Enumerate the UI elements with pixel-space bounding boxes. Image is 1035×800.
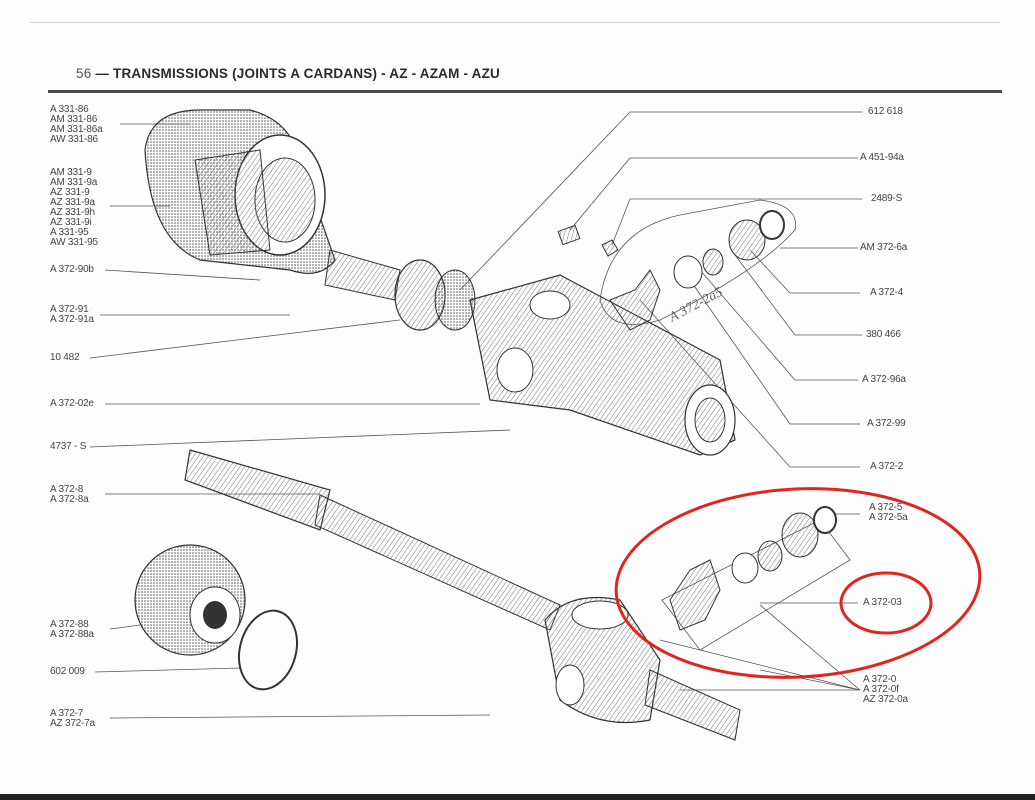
boot-clip xyxy=(238,609,298,691)
part-label: AZ 331-9h xyxy=(50,207,95,218)
part-label: A 372-0 xyxy=(863,674,897,685)
part-label: AZ 331-9i xyxy=(50,217,92,228)
label-group-88: A 372-88 A 372-88a xyxy=(50,620,94,640)
part-label: AZ 372-0a xyxy=(863,694,908,705)
part-label: A 372-5a xyxy=(869,512,908,523)
part-label: A 331-95 xyxy=(50,227,89,238)
label-group-8: A 372-8 A 372-8a xyxy=(50,484,89,505)
spider-kit-upper xyxy=(557,210,785,331)
highlight-kit-circle xyxy=(614,487,982,679)
title-rule xyxy=(48,90,1002,93)
output-shaft-and-bearing xyxy=(324,249,476,331)
page-heading: — TRANSMISSIONS (JOINTS A CARDANS) - AZ … xyxy=(95,66,501,81)
part-label: A 372-88a xyxy=(50,629,94,640)
part-label: A 372-99 xyxy=(867,418,906,429)
part-label: AW 331-86 xyxy=(50,134,98,145)
part-label: A 372-8a xyxy=(50,494,89,505)
label-group-7: A 372-7 AZ 372-7a xyxy=(50,709,95,729)
part-label: AM 372-6a xyxy=(860,242,908,253)
part-label: A 372-91a xyxy=(50,314,94,325)
part-label: A 372-5 xyxy=(869,502,903,513)
part-label: A 372-90b xyxy=(50,264,94,275)
highlight-circles xyxy=(614,487,982,679)
page-number: 56 xyxy=(76,66,92,81)
part-label: A 372-88 xyxy=(50,619,89,630)
part-label: 380 466 xyxy=(866,329,901,340)
rubber-boot xyxy=(134,544,246,656)
part-label: A 372-8 xyxy=(50,484,84,495)
part-label: A 451-94a xyxy=(860,152,904,163)
part-label: A 372-2 xyxy=(870,461,904,472)
part-label: AZ 331-9 xyxy=(50,187,90,198)
highlight-part-circle xyxy=(839,571,933,635)
part-label: 612 618 xyxy=(868,106,903,117)
part-label: A 372-02e xyxy=(50,398,94,409)
part-label: 10 482 xyxy=(50,352,80,363)
part-label: AM 331-9a xyxy=(50,177,98,188)
part-label: AM 331-9 xyxy=(50,167,92,178)
scan-edge xyxy=(30,22,1000,23)
inner-cardan-joint xyxy=(469,274,736,456)
part-label: AZ 372-7a xyxy=(50,718,95,729)
part-label-highlighted: A 372-03 xyxy=(863,597,902,608)
part-label: A 372-0f xyxy=(863,684,899,695)
part-label: 2489-S xyxy=(871,193,903,204)
page-title: 56 — TRANSMISSIONS (JOINTS A CARDANS) - … xyxy=(76,66,500,81)
part-label: A 372-4 xyxy=(870,287,904,298)
label-group-91: A 372-91 A 372-91a xyxy=(50,305,94,325)
label-group-housing: A 331-86 AM 331-86 AM 331-86a AW 331-86 xyxy=(50,104,103,145)
part-label: AM 331-86a xyxy=(50,124,103,135)
part-label: AM 331-86 xyxy=(50,114,98,125)
scan-bottom-edge xyxy=(0,794,1035,800)
label-group-gearbox: AM 331-9 AM 331-9a AZ 331-9 AZ 331-9a AZ… xyxy=(50,168,98,248)
handwritten-note: A 372-2a5 xyxy=(666,285,726,326)
gearbox-housing xyxy=(144,109,336,274)
part-label: AW 331-95 xyxy=(50,237,98,248)
label-group-0: A 372-0 A 372-0f AZ 372-0a xyxy=(863,675,908,705)
part-label: A 372-91 xyxy=(50,304,89,315)
part-label: A 372-7 xyxy=(50,708,84,719)
part-label: AZ 331-9a xyxy=(50,197,95,208)
label-group-5: A 372-5 A 372-5a xyxy=(869,502,908,523)
spider-kit-lower xyxy=(669,506,837,631)
part-label: 4737 - S xyxy=(50,441,87,452)
part-label: 602 009 xyxy=(50,666,85,677)
part-label: A 372-96a xyxy=(862,374,906,385)
part-label: A 331-86 xyxy=(50,104,89,115)
